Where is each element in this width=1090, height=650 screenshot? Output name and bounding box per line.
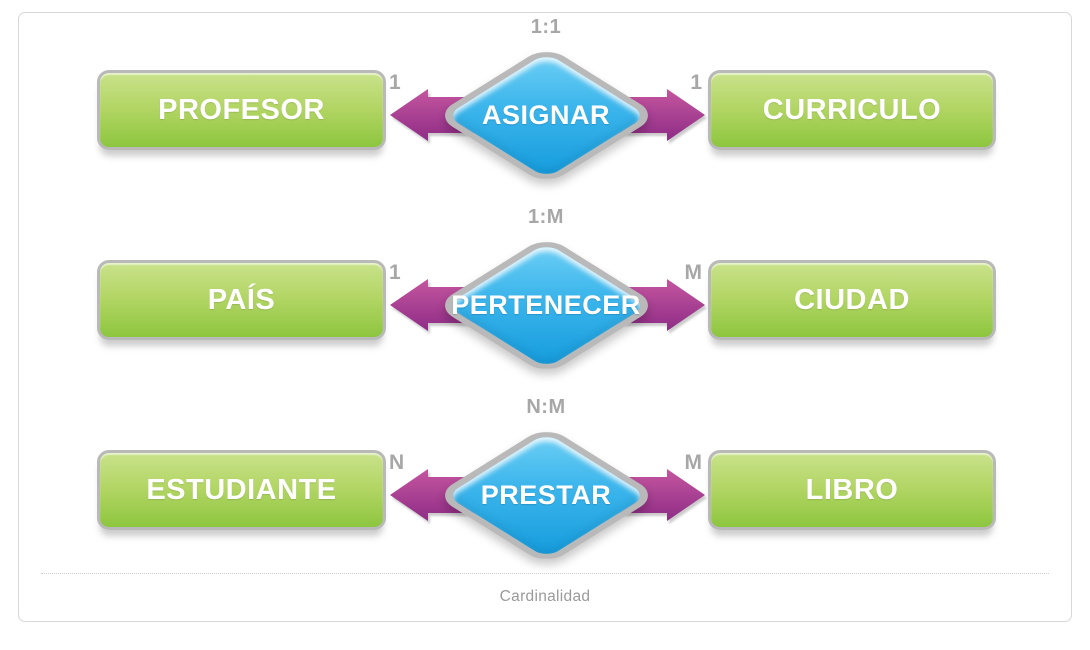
relation-diamond: PRESTAR	[433, 424, 659, 566]
entity-box: CURRICULO	[708, 70, 996, 150]
relationship-row-one-to-one: 1:1 PROFESOR CURRICULO 1 1 ASIGNAR	[19, 16, 1073, 210]
entity-label: PAÍS	[207, 283, 276, 316]
diagram-caption: Cardinalidad	[499, 588, 591, 605]
right-cardinality-letter: 1	[690, 71, 702, 94]
right-cardinality-letter: M	[684, 261, 703, 284]
relation-diamond: PERTENECER	[433, 234, 659, 376]
entity-label: PROFESOR	[158, 93, 325, 126]
left-cardinality-letter: 1	[389, 261, 401, 284]
relation-diamond: ASIGNAR	[433, 44, 659, 186]
cardinality-ratio-label: N:M	[526, 396, 566, 418]
cardinality-ratio-label: 1:M	[528, 206, 564, 228]
entity-box: LIBRO	[708, 450, 996, 530]
entity-label: CURRICULO	[762, 93, 942, 126]
relationship-row-many-to-many: N:M ESTUDIANTE LIBRO N M PRESTAR	[19, 396, 1073, 590]
entity-label: CIUDAD	[794, 283, 910, 316]
relation-label: ASIGNAR	[481, 99, 610, 130]
entity-label: ESTUDIANTE	[146, 473, 337, 506]
entity-box: ESTUDIANTE	[97, 450, 386, 530]
entity-box: CIUDAD	[708, 260, 996, 340]
right-cardinality-letter: M	[684, 451, 703, 474]
left-cardinality-letter: N	[389, 451, 405, 474]
entity-label: LIBRO	[805, 473, 899, 506]
relation-label: PERTENECER	[451, 289, 641, 320]
relationship-row-one-to-many: 1:M PAÍS CIUDAD 1 M PERTENECER	[19, 206, 1073, 400]
entity-box: PROFESOR	[97, 70, 386, 150]
relation-label: PRESTAR	[480, 479, 612, 510]
entity-box: PAÍS	[97, 260, 386, 340]
dotted-separator	[41, 573, 1049, 574]
cardinality-ratio-label: 1:1	[530, 16, 562, 38]
diagram-card: 1:1 PROFESOR CURRICULO 1 1 ASIGNAR 1:M	[18, 12, 1072, 622]
left-cardinality-letter: 1	[389, 71, 401, 94]
